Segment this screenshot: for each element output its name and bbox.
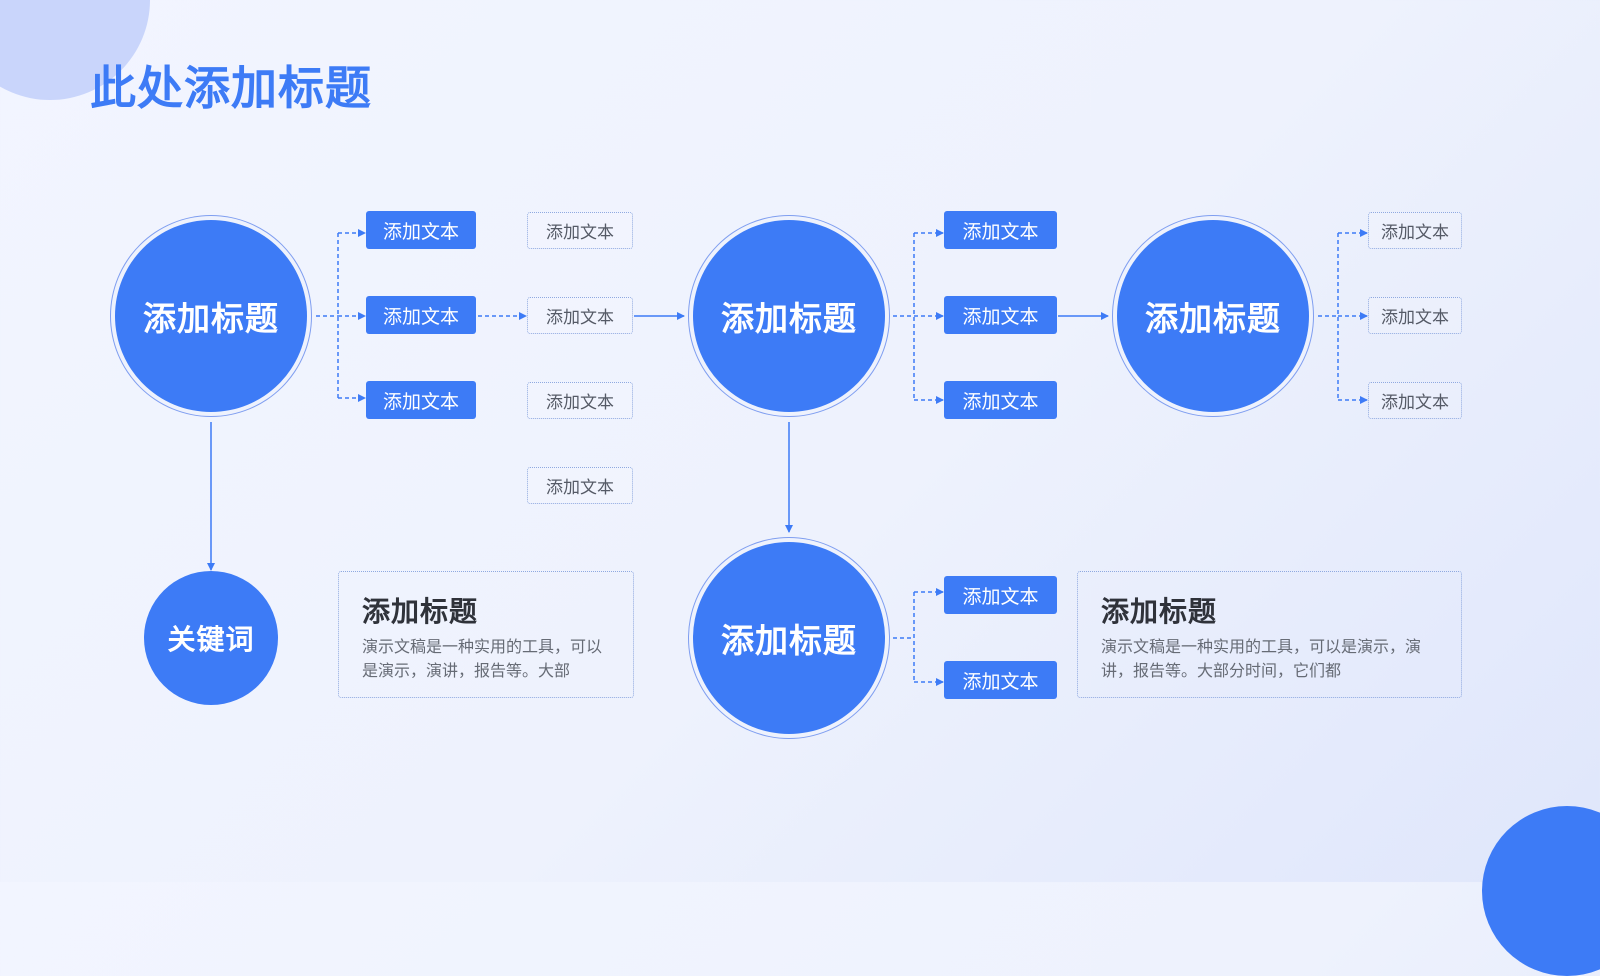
keyword-node: 关键词 (144, 571, 278, 705)
card-body: 演示文稿是一种实用的工具，可以是演示，演讲，报告等。大部分时间，它们都 (1101, 637, 1422, 680)
mid-column-text: 添加文本 (527, 467, 633, 504)
hub3-branch-text: 添加文本 (1368, 382, 1462, 419)
hub-node-4: 添加标题 (693, 542, 885, 734)
hub2-branch-text: 添加文本 (944, 381, 1057, 419)
hub4-branch-text: 添加文本 (944, 576, 1057, 614)
hub4-branch-text: 添加文本 (944, 661, 1057, 699)
description-card-1: 添加标题 演示文稿是一种实用的工具，可以是演示，演讲，报告等。大部 (338, 571, 634, 698)
hub-node-1: 添加标题 (115, 220, 307, 412)
page-title: 此处添加标题 (90, 61, 372, 115)
card-title: 添加标题 (362, 595, 479, 628)
hub1-branch-text: 添加文本 (366, 381, 476, 419)
hub1-branch-text: 添加文本 (366, 296, 476, 334)
hub3-branch-text: 添加文本 (1368, 212, 1462, 249)
card-body: 演示文稿是一种实用的工具，可以是演示，演讲，报告等。大部 (362, 637, 603, 680)
mid-column-text: 添加文本 (527, 212, 633, 249)
hub-node-2: 添加标题 (693, 220, 885, 412)
hub-node-3: 添加标题 (1117, 220, 1309, 412)
hub1-branch-text: 添加文本 (366, 211, 476, 249)
hub2-branch-text: 添加文本 (944, 211, 1057, 249)
connector-lines (207, 229, 1368, 686)
card-title: 添加标题 (1101, 595, 1218, 628)
hub2-branch-text: 添加文本 (944, 296, 1057, 334)
hub3-branch-text: 添加文本 (1368, 297, 1462, 334)
description-card-2: 添加标题 演示文稿是一种实用的工具，可以是演示，演讲，报告等。大部分时间，它们都 (1077, 571, 1462, 698)
mid-column-text: 添加文本 (527, 382, 633, 419)
mid-column-text: 添加文本 (527, 297, 633, 334)
